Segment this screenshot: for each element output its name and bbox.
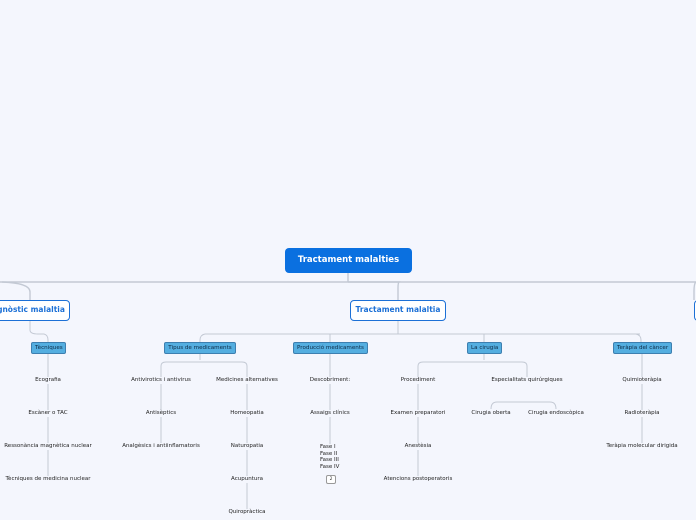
leaf-quiropractica[interactable]: Quiropràctica <box>228 509 266 515</box>
leaf-cirugia-endoscopica[interactable]: Cirugia endoscòpica <box>528 410 584 416</box>
leaf-acupuntura[interactable]: Acupuntura <box>231 476 263 482</box>
leaf-procediment[interactable]: Procediment <box>400 377 436 383</box>
leaf-atencions-postoperatoris[interactable]: Atencions postoperatoris <box>383 476 453 482</box>
leaf-escaner-tac[interactable]: Escàner o TAC <box>28 410 68 416</box>
branch-diagnostic[interactable]: gnòstic malaltia <box>0 300 70 321</box>
leaf-homeopatia[interactable]: Homeopatia <box>230 410 264 416</box>
fase-4: Fase IV <box>320 463 340 470</box>
leaf-fases[interactable]: Fase I Fase II Fase III Fase IV <box>320 444 339 470</box>
subtopic-produccio-medicaments[interactable]: Producció medicaments <box>293 342 368 354</box>
leaf-analgesics[interactable]: Analgèsics i antiinflamatoris <box>122 443 200 449</box>
leaf-antiseptics[interactable]: Antisèptics <box>145 410 177 416</box>
leaf-ecografia[interactable]: Ecografia <box>35 377 61 383</box>
leaf-medicines-alternatives[interactable]: Medicines alternatives <box>216 377 278 383</box>
leaf-examen-preparatori[interactable]: Examen preparatori <box>390 410 446 416</box>
leaf-descobriment[interactable]: Descobriment: <box>309 377 351 383</box>
fase-1: Fase I <box>320 444 336 450</box>
leaf-cirugia-oberta[interactable]: Cirugia oberta <box>471 410 511 416</box>
leaf-especialitats-quirurgiques[interactable]: Especialitats quirúrgiques <box>491 377 563 383</box>
branch-tractament[interactable]: Tractament malaltia <box>350 300 446 321</box>
leaf-terapia-molecular[interactable]: Teràpia molecular dirigida <box>606 443 678 449</box>
leaf-medicina-nuclear[interactable]: Tècniques de medicina nuclear <box>5 476 91 482</box>
leaf-anestesia[interactable]: Anestèsia <box>404 443 432 449</box>
leaf-ressonancia[interactable]: Ressonància magnètica nuclear <box>4 443 92 449</box>
leaf-antivirotics[interactable]: Antivirotics i antivirus <box>131 377 191 383</box>
subtopic-terapia-cancer[interactable]: Teràpia del càncer <box>613 342 672 354</box>
subtopic-tecniques[interactable]: Tècniques <box>31 342 66 354</box>
subtopic-tipus-medicaments[interactable]: Tipus de medicaments <box>164 342 236 354</box>
leaf-radioterapia[interactable]: Radioteràpia <box>624 410 660 416</box>
subtopic-cirurgia[interactable]: La cirugia <box>467 342 502 354</box>
root-topic[interactable]: Tractament malalties <box>285 248 412 273</box>
collapsed-count-badge[interactable]: 2 <box>326 475 336 484</box>
leaf-naturopatia[interactable]: Naturopatia <box>230 443 264 449</box>
leaf-quimioterapia[interactable]: Quimioteràpia <box>622 377 662 383</box>
fase-2: Fase II <box>320 450 338 457</box>
fase-3: Fase III <box>320 457 339 463</box>
leaf-assaigs-clinics[interactable]: Assaigs clínics <box>310 410 350 416</box>
